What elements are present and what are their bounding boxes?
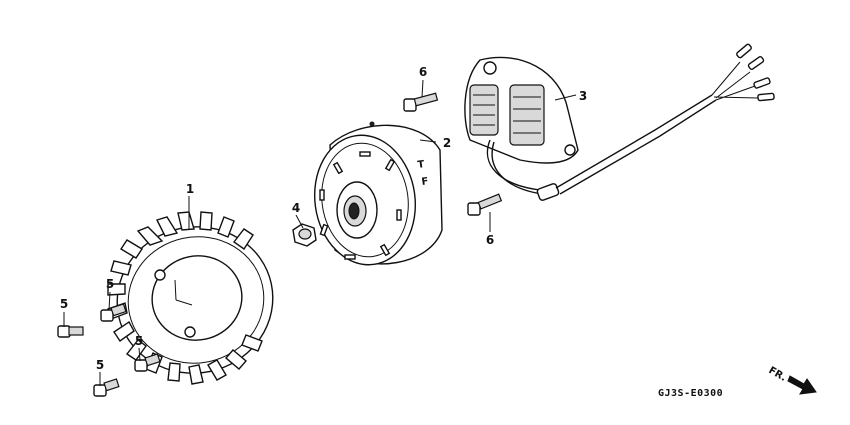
callout-1: 1 [186,182,194,196]
diagram-code: GJ3S-E0300 [658,388,723,399]
front-direction-indicator: FR. [767,365,817,395]
front-direction-label: FR. [767,365,789,384]
stator-coil [464,43,775,201]
callout-6-b: 6 [486,233,494,247]
stator-bolt [467,193,503,216]
callout-3: 3 [579,89,587,103]
callout-6-a: 6 [419,65,427,79]
fan-bolt [134,353,161,372]
callout-2: 2 [443,136,451,150]
callout-5-c: 5 [135,334,143,348]
front-arrow-icon [787,375,817,395]
callout-5-d: 5 [96,358,104,372]
cooling-fan [107,211,274,385]
fan-bolt [93,378,120,397]
stator-bolt [403,92,439,112]
callout-4: 4 [292,201,300,215]
callout-5-a: 5 [60,297,68,311]
flywheel: T F [313,121,443,266]
fan-bolt [57,325,84,338]
flywheel-t-mark: T [417,159,425,171]
flywheel-f-mark: F [421,176,429,188]
leader-lines [63,79,577,386]
callout-5-b: 5 [106,277,114,291]
flywheel-nut [292,223,317,247]
fan-bolt [100,303,127,322]
